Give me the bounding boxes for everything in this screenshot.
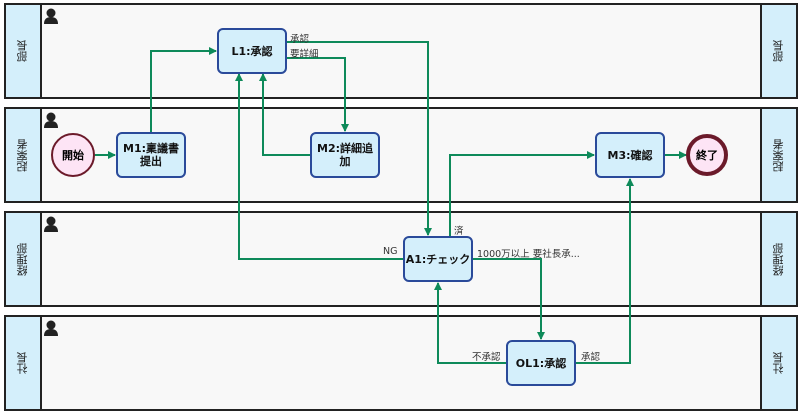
edge-l1-a1 (287, 41, 432, 236)
task-ol1[interactable]: OL1:承認 (506, 340, 576, 386)
task-m3[interactable]: M3:確認 (595, 132, 665, 178)
start-event[interactable]: 開始 (51, 133, 95, 177)
edge-label-approve: 承認 (290, 34, 310, 45)
edge-label-over: 1000万以上 要社長承... (477, 249, 580, 260)
edge-l1-m2 (287, 57, 349, 132)
task-m2[interactable]: M2:詳細追加 (310, 132, 380, 178)
person-icon (44, 112, 58, 128)
lane-bucho: 部長 部長 (4, 3, 798, 99)
lane-label-right: 起案者 (760, 109, 796, 201)
task-label: OL1:承認 (515, 356, 567, 370)
edge-a1-ol1 (473, 258, 545, 340)
edge-label-done: 済 (454, 226, 464, 237)
task-label: A1:チェック (405, 252, 471, 266)
task-label: M2:詳細追加 (317, 142, 373, 168)
person-icon (44, 216, 58, 232)
edge-label-ng: NG (383, 246, 398, 257)
lane-shacho: 社長 社長 (4, 315, 798, 411)
lane-label-right: 社長 (760, 317, 796, 409)
task-l1[interactable]: L1:承認 (217, 28, 287, 74)
task-m1[interactable]: M1:稟議書提出 (116, 132, 186, 178)
edge-a1-m3 (449, 151, 595, 236)
lane-label-left: 経理部 (6, 213, 42, 305)
task-a1[interactable]: A1:チェック (403, 236, 473, 282)
lane-label-left: 社長 (6, 317, 42, 409)
edge-m2-l1 (259, 73, 310, 156)
start-label: 開始 (62, 149, 84, 162)
task-label: M1:稟議書提出 (123, 142, 179, 168)
lane-label-left: 起案者 (6, 109, 42, 201)
person-icon (44, 320, 58, 336)
edge-a1-l1 (235, 73, 403, 260)
edge-m1-l1 (150, 47, 217, 132)
edge-label-detail: 要詳細 (290, 49, 319, 60)
lane-label-right: 部長 (760, 5, 796, 97)
edge-ol1-a1 (434, 282, 506, 364)
lane-label-right: 経理部 (760, 213, 796, 305)
edge-ol1-m3 (576, 178, 634, 364)
task-label: L1:承認 (231, 44, 273, 58)
edge-label-reject: 不承認 (472, 352, 501, 363)
person-icon (44, 8, 58, 24)
lane-label-left: 部長 (6, 5, 42, 97)
end-label: 終了 (696, 149, 718, 162)
edge-label-approve-ol1: 承認 (581, 352, 601, 363)
end-event[interactable]: 終了 (686, 134, 728, 176)
task-label: M3:確認 (607, 148, 653, 162)
